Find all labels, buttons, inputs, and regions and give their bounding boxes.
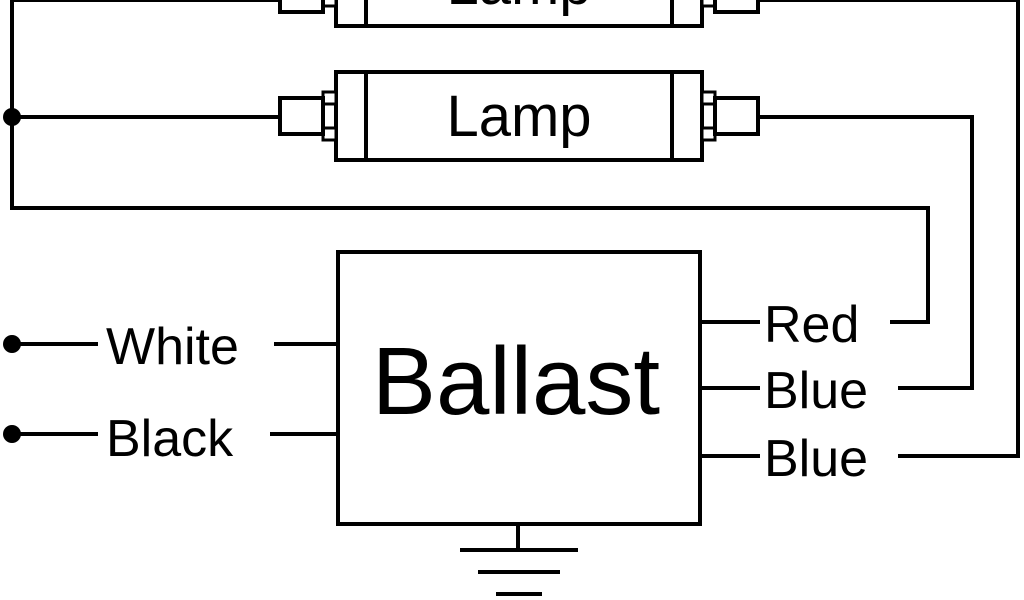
lamp-wiring <box>3 0 1020 458</box>
ground-icon <box>460 524 578 596</box>
black-wire-label: Black <box>106 410 234 468</box>
blue-wire-1-label: Blue <box>764 362 868 420</box>
red-wire-path <box>10 0 930 324</box>
blue-wire-1-path <box>758 115 974 390</box>
lamp-top-left-pin <box>321 0 338 8</box>
lamp-middle: Lamp <box>278 70 760 162</box>
lamp-top-left-plug <box>278 0 325 14</box>
lamp-top-right-plug <box>713 0 760 14</box>
lamp-top-label: Lamp <box>446 0 591 17</box>
ballast: Ballast White Black Red Blue Blue <box>3 250 868 526</box>
junction-dot <box>3 108 21 126</box>
lamp-middle-label: Lamp <box>446 84 591 149</box>
black-wire-terminal <box>3 425 21 443</box>
red-wire-label: Red <box>764 296 859 354</box>
lamp-top-tube <box>334 0 704 28</box>
blue-wire-2-path <box>758 0 1020 458</box>
blue-wire-2-label: Blue <box>764 430 868 488</box>
lamp-top: Lamp <box>278 0 760 28</box>
lamp-middle-right-plug <box>713 96 760 136</box>
white-wire-label: White <box>106 318 239 376</box>
white-wire-terminal <box>3 335 21 353</box>
lamp-middle-left-plug <box>278 96 325 136</box>
ballast-label: Ballast <box>372 328 660 435</box>
lamp-middle-tube <box>334 70 704 162</box>
lamp-top-right-pin <box>700 0 717 8</box>
